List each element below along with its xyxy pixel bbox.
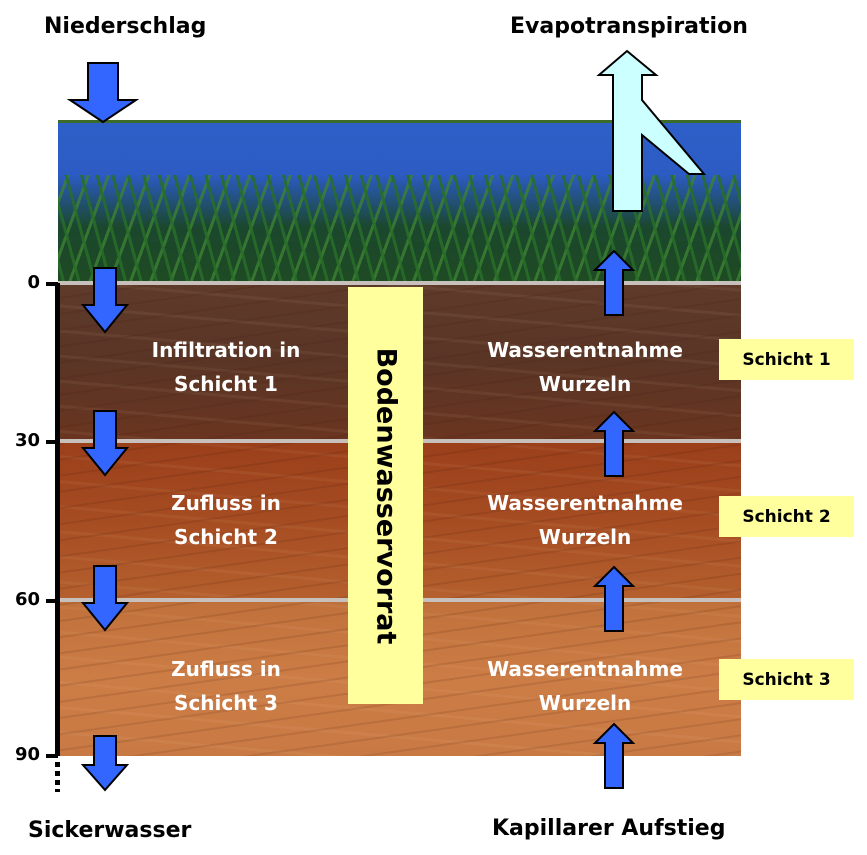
layer-1-tag: Schicht 1 xyxy=(719,339,854,380)
precipitation-title: Niederschlag xyxy=(44,14,207,39)
depth-tick-30 xyxy=(46,440,58,444)
capillary-rise-arrow-icon xyxy=(592,722,636,789)
layer-1-uptake-line1: Wasserentnahme xyxy=(487,338,683,362)
layer-3-uptake-label: Wasserentnahme Wurzeln xyxy=(470,652,700,720)
depth-label-90: 90 xyxy=(14,744,40,765)
layer-2-uptake-line1: Wasserentnahme xyxy=(487,491,683,515)
layer-1-uptake-line2: Wurzeln xyxy=(538,372,632,396)
precipitation-arrow-icon xyxy=(66,62,140,124)
depth-tick-90 xyxy=(46,754,58,758)
layer-2-inflow-line1: Zufluss in xyxy=(171,491,281,515)
layer-3-inflow-line2: Schicht 3 xyxy=(174,691,278,715)
layer-2-tag-label: Schicht 2 xyxy=(742,506,831,527)
flow-to-layer-2-arrow-icon xyxy=(80,410,130,477)
layer-1-uptake-label: Wasserentnahme Wurzeln xyxy=(470,333,700,401)
layer-3-uptake-line2: Wurzeln xyxy=(538,691,632,715)
layer-2-tag: Schicht 2 xyxy=(719,496,854,537)
seepage-arrow-icon xyxy=(80,735,130,792)
evapotranspiration-arrow-icon xyxy=(596,49,707,212)
evapotranspiration-title: Evapotranspiration xyxy=(510,14,748,39)
flow-to-layer-3-arrow-icon xyxy=(80,565,130,632)
layer-1-inflow-line2: Schicht 1 xyxy=(174,372,278,396)
soil-water-storage-box: Bodenwasservorrat xyxy=(348,287,423,704)
layer-1-inflow-label: Infiltration in Schicht 1 xyxy=(145,333,307,401)
layer-3-inflow-line1: Zufluss in xyxy=(171,657,281,681)
uptake-layer-2-arrow-icon xyxy=(592,410,636,477)
layer-3-inflow-label: Zufluss in Schicht 3 xyxy=(145,652,307,720)
layer-1-inflow-line1: Infiltration in xyxy=(151,338,301,362)
depth-label-30: 30 xyxy=(14,430,40,451)
layer-2-inflow-line2: Schicht 2 xyxy=(174,525,278,549)
layer-2-uptake-label: Wasserentnahme Wurzeln xyxy=(470,486,700,554)
layer-1-tag-label: Schicht 1 xyxy=(742,349,831,370)
uptake-layer-3-arrow-icon xyxy=(592,565,636,632)
layer-3-tag: Schicht 3 xyxy=(719,659,854,700)
depth-tick-0 xyxy=(46,282,58,286)
layer-3-tag-label: Schicht 3 xyxy=(742,669,831,690)
capillary-rise-title: Kapillarer Aufstieg xyxy=(492,816,726,841)
depth-line-0 xyxy=(58,281,741,285)
uptake-layer-1-arrow-icon xyxy=(592,249,636,316)
layer-3-uptake-line1: Wasserentnahme xyxy=(487,657,683,681)
depth-label-0: 0 xyxy=(27,272,40,293)
soil-water-storage-label: Bodenwasservorrat xyxy=(370,347,401,644)
depth-label-60: 60 xyxy=(14,589,40,610)
layer-2-uptake-line2: Wurzeln xyxy=(538,525,632,549)
depth-axis-continuation xyxy=(55,762,60,792)
layer-2-inflow-label: Zufluss in Schicht 2 xyxy=(145,486,307,554)
depth-tick-60 xyxy=(46,599,58,603)
seepage-title: Sickerwasser xyxy=(28,818,192,843)
infiltration-arrow-icon xyxy=(80,267,130,334)
depth-axis xyxy=(55,283,60,756)
